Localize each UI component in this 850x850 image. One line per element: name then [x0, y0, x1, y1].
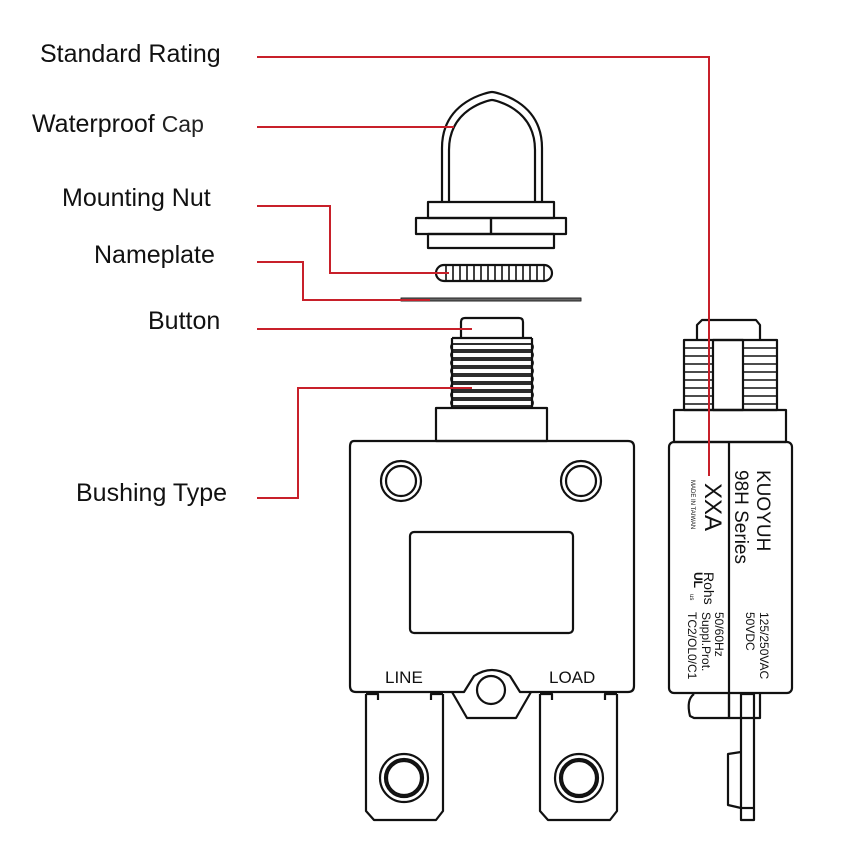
- breaker-body-side: [667, 318, 794, 822]
- label-mounting-nut: Mounting Nut: [62, 184, 211, 212]
- side-rating: XXA: [699, 483, 726, 532]
- side-brand: KUOYUH: [752, 470, 773, 552]
- side-origin: MADE IN TAIWAN: [689, 480, 695, 530]
- terminal-label-load: LOAD: [549, 668, 596, 687]
- waterproof-cap: [414, 90, 568, 250]
- mounting-nut: [434, 263, 554, 283]
- label-waterproof-cap-suffix: Cap: [161, 111, 204, 137]
- leader-bushing-type: [257, 387, 472, 499]
- side-voltage-dc: 50VDC: [743, 612, 757, 651]
- label-button: Button: [148, 307, 221, 335]
- side-protection: Suppl.Prot.: [699, 612, 713, 672]
- leader-nameplate: [257, 261, 430, 301]
- label-nameplate: Nameplate: [94, 241, 215, 269]
- terminal-label-line: LINE: [385, 668, 423, 687]
- side-cert-mark: UL: [691, 572, 705, 588]
- bushing: [434, 336, 549, 443]
- side-frequency: 50/60Hz: [712, 612, 726, 657]
- side-code: TC2/OL0/C1: [685, 612, 699, 680]
- label-standard-rating: Standard Rating: [40, 40, 221, 68]
- side-cert-suffix: us: [688, 594, 694, 601]
- label-waterproof-cap: Waterproof Cap: [32, 112, 204, 137]
- side-voltage-ac: 125/250VAC: [757, 612, 771, 680]
- label-waterproof-cap-main: Waterproof: [32, 110, 155, 138]
- label-bushing-type: Bushing Type: [76, 479, 228, 507]
- button: [459, 316, 525, 338]
- leader-standard-rating: [257, 56, 710, 476]
- leader-mounting-nut: [257, 205, 449, 274]
- breaker-body-front: [348, 439, 636, 822]
- side-series: 98H Series: [730, 470, 751, 564]
